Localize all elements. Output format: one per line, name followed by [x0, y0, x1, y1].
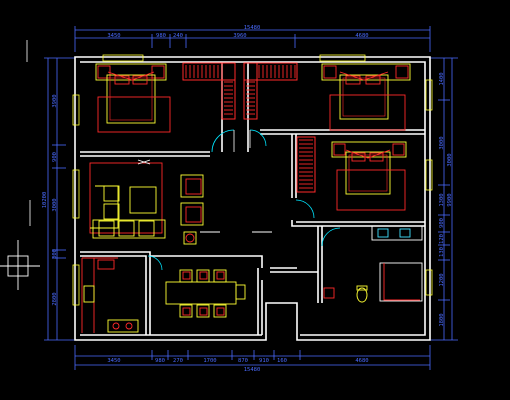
- right-dimension-7: 1200: [439, 273, 445, 286]
- left-dimension-1: 3900: [52, 94, 58, 107]
- living-room-furniture: [89, 159, 272, 245]
- right-dimension-8: 1800: [439, 313, 445, 326]
- kitchen-counter: [81, 257, 139, 333]
- top-total-dimension: 15480: [244, 25, 261, 31]
- top-dimension-4: 3960: [233, 33, 246, 39]
- dining-table-set: [165, 269, 246, 318]
- bathroom-fixtures: [323, 225, 423, 303]
- windows: [72, 54, 433, 306]
- bottom-dimension-4: 1700: [203, 358, 216, 364]
- right-dimension-9: 3000: [447, 153, 453, 166]
- dimension-lines: [44, 26, 458, 370]
- left-dimension-2: 900: [52, 152, 58, 162]
- right-dimension-4: 900: [439, 218, 445, 228]
- bottom-dimension-1: 3450: [107, 358, 120, 364]
- wardrobe-small-bedroom: [296, 136, 316, 193]
- left-total-dimension: 10200: [42, 192, 48, 209]
- right-dimension-3: 1300: [439, 193, 445, 206]
- right-dimension-1: 1400: [439, 72, 445, 85]
- door-small-bedroom: [295, 199, 315, 219]
- walls: [74, 56, 431, 341]
- bottom-dimension-8: 4680: [355, 358, 368, 364]
- bed-master-left: [95, 63, 171, 133]
- top-dimension-1: 3450: [107, 33, 120, 39]
- door-kitchen: [147, 255, 163, 271]
- bottom-dimension-2: 980: [155, 358, 165, 364]
- bottom-total-dimension: 15480: [244, 367, 261, 373]
- top-dimension-5: 4680: [355, 33, 368, 39]
- right-dimension-2: 3000: [439, 136, 445, 149]
- right-total-dimension: 9900: [447, 193, 453, 206]
- crosshair-cursor-icon: [0, 240, 40, 290]
- left-edge-marks: [26, 40, 31, 226]
- bottom-dimension-5: 870: [238, 358, 248, 364]
- bed-small-bedroom: [331, 141, 407, 211]
- door-bedroom-right: [249, 129, 267, 147]
- left-dimension-4: 300: [52, 249, 58, 259]
- wardrobe-right: [243, 62, 298, 120]
- doors: [147, 129, 341, 271]
- wardrobe-left: [182, 62, 236, 120]
- bed-master-right: [321, 63, 411, 131]
- top-dimension-2: 980: [156, 33, 166, 39]
- bottom-dimension-6: 910: [259, 358, 269, 364]
- left-dimension-3: 3000: [52, 198, 58, 211]
- dimension-labels: 15480 3450 980 240 3960 4680 3450 980 27…: [42, 25, 453, 373]
- bottom-dimension-7: 160: [277, 358, 287, 364]
- inner-outer-wall: [80, 61, 426, 336]
- bottom-dimension-3: 270: [173, 358, 183, 364]
- top-dimension-3: 240: [173, 33, 183, 39]
- right-dimension-6: 130: [439, 247, 445, 257]
- left-dimension-5: 2800: [52, 292, 58, 305]
- door-bedroom-left: [211, 129, 235, 153]
- door-bath: [321, 227, 341, 247]
- outer-wall: [74, 56, 431, 341]
- right-dimension-5: 120: [439, 234, 445, 244]
